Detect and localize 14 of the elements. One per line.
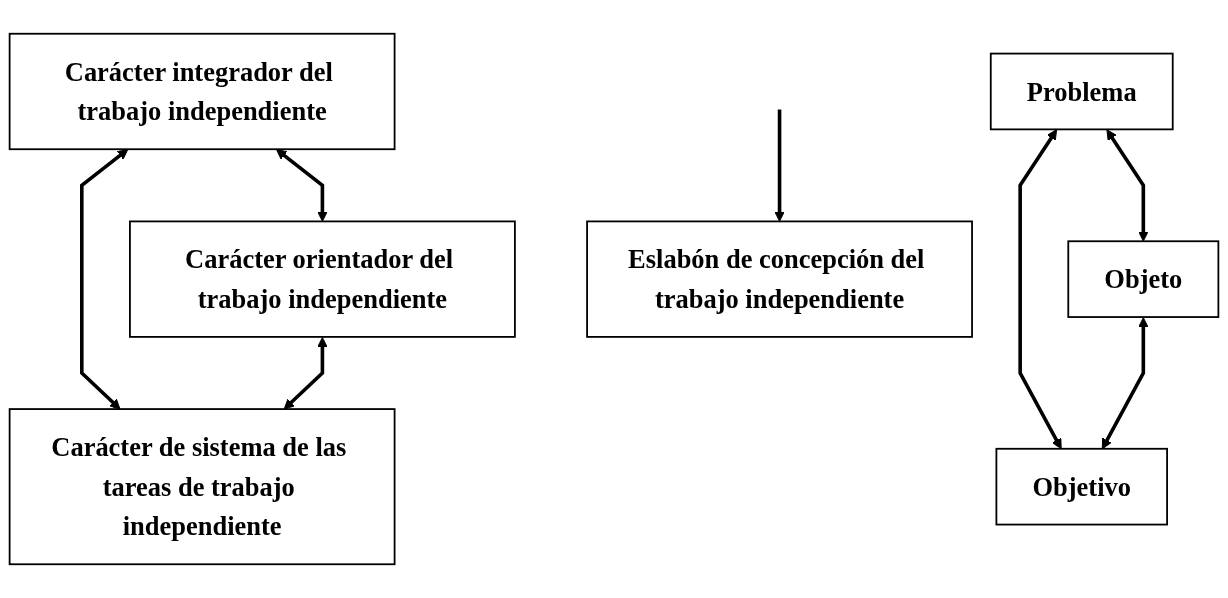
arrow: [80, 149, 129, 410]
node-box: Carácter orientador del trabajo independiente: [129, 220, 516, 338]
arrow: [774, 109, 785, 222]
node-box: Objetivo: [995, 447, 1168, 526]
arrow: [1101, 317, 1149, 450]
node-box: Carácter de sistema de las tareas de trabajo independiente: [8, 408, 396, 566]
arrow: [276, 149, 328, 222]
node-box: Carácter integrador del trabajo independiente: [8, 32, 396, 151]
arrow: [1106, 129, 1149, 242]
node-box: Objeto: [1067, 240, 1220, 318]
arrow: [1018, 129, 1062, 450]
node-box: Eslabón de concepción del trabajo independiente: [586, 220, 973, 338]
node-box: Problema: [989, 52, 1174, 131]
arrow: [283, 336, 328, 410]
